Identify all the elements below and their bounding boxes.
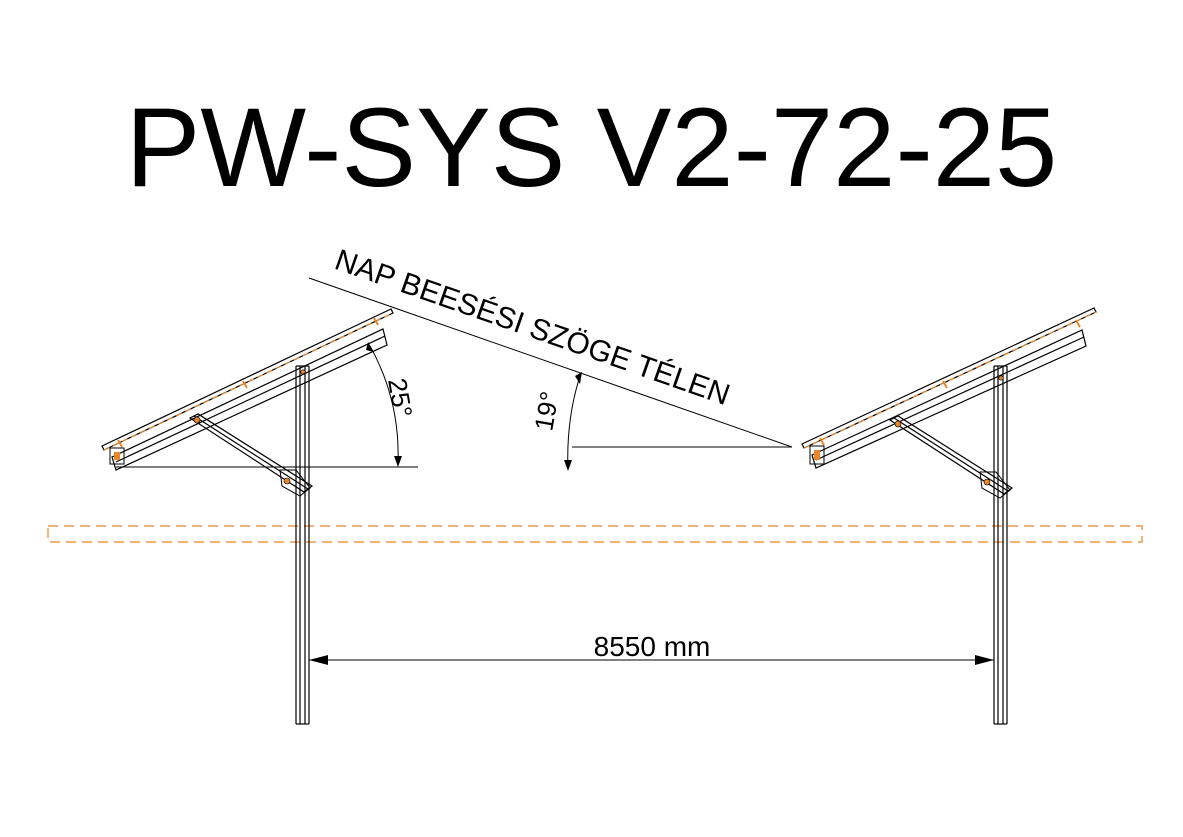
sun-angle-arrow-bottom [564, 460, 572, 471]
right-lower-end-bracket-fill [814, 450, 820, 460]
left-brace-plate [279, 469, 311, 497]
tilt-angle-label: 25° [382, 376, 418, 420]
left-brace-bolt-top [193, 416, 201, 424]
right-support-post [993, 365, 1008, 725]
right-mounting-structure [801, 307, 1097, 725]
left-lower-end-bracket [109, 447, 125, 465]
dimension-arrow-left [309, 655, 328, 665]
tilt-angle-arc [369, 345, 399, 463]
right-brace-plate [979, 471, 1011, 499]
right-lower-end-bracket [809, 445, 825, 465]
left-rail-clamps [117, 317, 379, 448]
left-diagonal-brace [188, 413, 314, 493]
left-purlin-rail [111, 328, 388, 471]
left-mounting-structure: 25° [101, 308, 418, 725]
tilt-angle-arrow-top [366, 342, 374, 352]
left-support-post [295, 365, 310, 725]
dimension-arrow-right [975, 655, 994, 665]
sun-angle-arrow-top [575, 372, 582, 384]
tilt-angle-arrow-bottom [394, 456, 402, 467]
spacing-label: 8550 mm [594, 631, 711, 662]
right-diagonal-brace [888, 415, 1014, 495]
right-post-bolt [998, 375, 1004, 381]
right-solar-panel [801, 307, 1097, 449]
right-brace-bolt-top [894, 420, 902, 428]
right-rail-clamps [819, 319, 1081, 446]
sun-incidence-line [308, 277, 793, 448]
right-brace-bolt-bottom [983, 478, 991, 486]
sun-angle-label: 19° [528, 389, 564, 433]
left-solar-panel [101, 308, 394, 451]
right-purlin-rail [811, 329, 1087, 469]
left-lower-end-bracket-fill [114, 452, 120, 460]
page-title: PW-SYS V2-72-25 [125, 85, 1058, 210]
left-brace-bolt-bottom [283, 477, 291, 485]
ground-reference-band [47, 525, 1143, 543]
